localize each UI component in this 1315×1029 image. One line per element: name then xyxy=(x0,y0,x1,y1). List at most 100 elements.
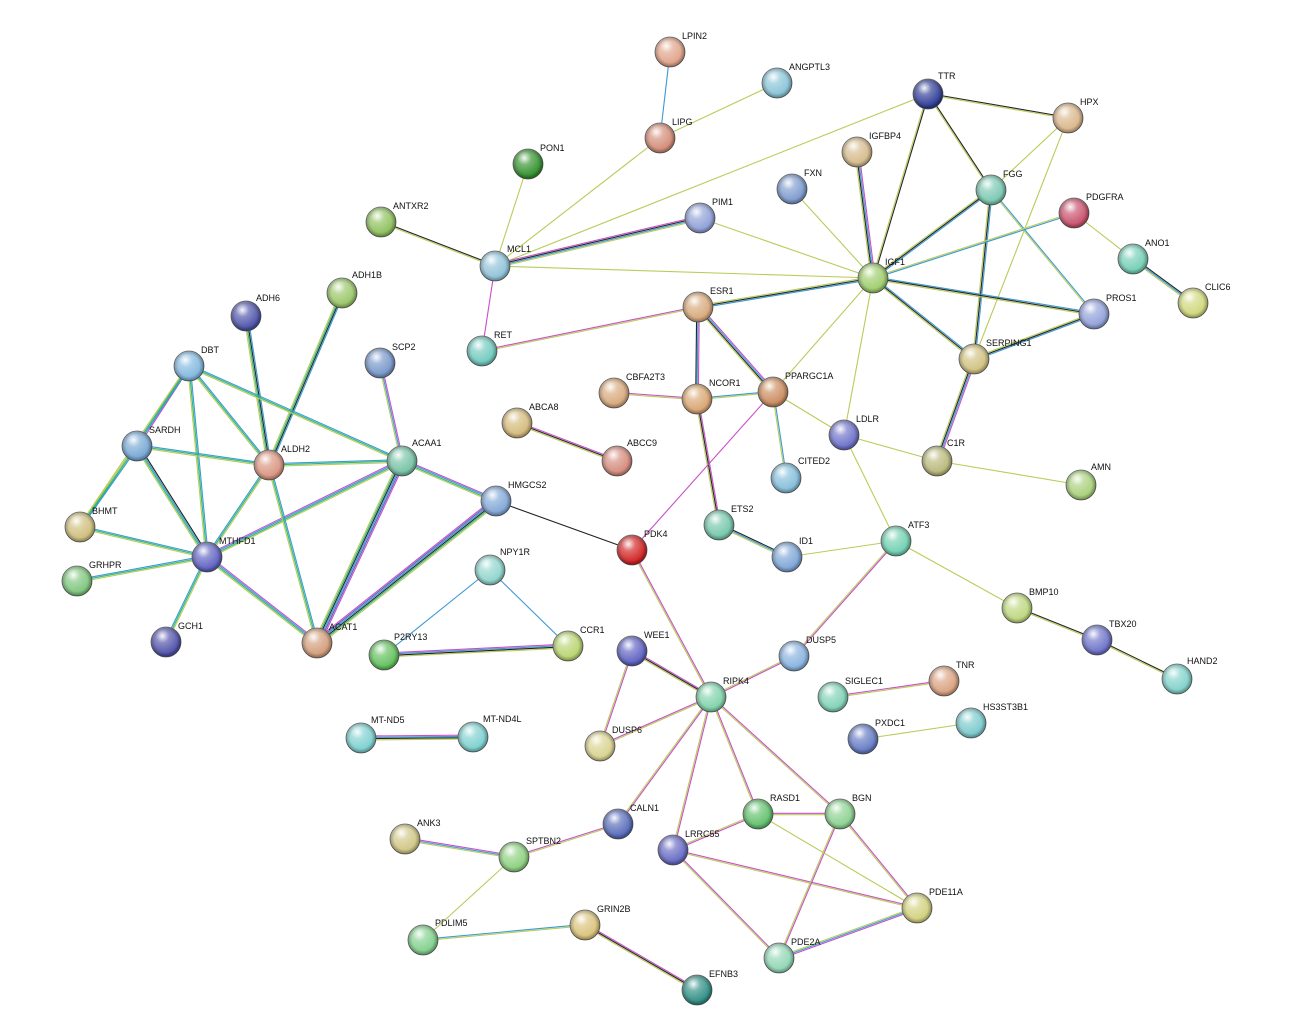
node-p2ry13[interactable]: P2RY13 xyxy=(368,632,427,671)
node-abcc9[interactable]: ABCC9 xyxy=(601,438,657,477)
node-lipg[interactable]: LIPG xyxy=(644,117,693,154)
node-serping1[interactable]: SERPING1 xyxy=(958,338,1032,375)
node-tnr[interactable]: TNR xyxy=(928,660,975,697)
node-dusp5[interactable]: DUSP5 xyxy=(778,635,836,672)
node-fxn[interactable]: FXN xyxy=(776,168,822,205)
node-lrrc55[interactable]: LRRC55 xyxy=(657,829,720,866)
node-pde11a[interactable]: PDE11A xyxy=(901,887,963,924)
node-highlight xyxy=(655,37,685,67)
node-ripk4[interactable]: RIPK4 xyxy=(695,676,749,713)
node-pxdc1[interactable]: PXDC1 xyxy=(847,718,905,755)
node-cited2[interactable]: CITED2 xyxy=(770,456,830,494)
edge-strand xyxy=(928,93,993,190)
node-hmgcs2[interactable]: HMGCS2 xyxy=(480,480,547,517)
node-ldlr[interactable]: LDLR xyxy=(828,414,880,451)
edge-strand xyxy=(772,277,874,393)
node-amn[interactable]: AMN xyxy=(1065,462,1111,501)
edge-strand xyxy=(990,190,1094,315)
node-pros1[interactable]: PROS1 xyxy=(1078,293,1137,330)
node-fgg[interactable]: FGG xyxy=(975,169,1023,206)
node-npy1r[interactable]: NPY1R xyxy=(474,547,531,586)
node-c1r[interactable]: C1R xyxy=(921,438,966,477)
edge-aldh2-acaa1 xyxy=(268,459,403,467)
node-wee1[interactable]: WEE1 xyxy=(616,630,670,667)
node-ppargc1a[interactable]: PPARGC1A xyxy=(757,371,833,408)
edge-strand xyxy=(206,557,317,644)
node-esr1[interactable]: ESR1 xyxy=(682,286,734,323)
node-gch1[interactable]: GCH1 xyxy=(150,621,203,658)
node-pdlim5[interactable]: PDLIM5 xyxy=(407,918,468,956)
node-sptbn2[interactable]: SPTBN2 xyxy=(498,836,561,873)
node-clic6[interactable]: CLIC6 xyxy=(1177,282,1231,319)
node-atf3[interactable]: ATF3 xyxy=(880,520,929,557)
node-label: PIM1 xyxy=(712,197,733,207)
node-ets2[interactable]: ETS2 xyxy=(703,504,754,541)
node-siglec1[interactable]: SIGLEC1 xyxy=(817,676,883,713)
node-efnb3[interactable]: EFNB3 xyxy=(681,969,738,1006)
edge-pdlim5-grin2b xyxy=(422,923,586,942)
node-adh6[interactable]: ADH6 xyxy=(230,293,280,332)
node-label: TBX20 xyxy=(1109,619,1137,629)
node-pon1[interactable]: PON1 xyxy=(512,143,565,180)
edge-strand xyxy=(711,696,841,814)
node-pim1[interactable]: PIM1 xyxy=(684,197,733,234)
node-sardh[interactable]: SARDH xyxy=(121,425,181,462)
node-adh1b[interactable]: ADH1B xyxy=(326,270,382,309)
node-mthfd1[interactable]: MTHFD1 xyxy=(191,536,256,573)
node-bmp10[interactable]: BMP10 xyxy=(1001,587,1059,624)
edge-strand xyxy=(317,461,404,644)
node-hand2[interactable]: HAND2 xyxy=(1161,656,1218,695)
edge-strand xyxy=(777,813,840,958)
node-mt-nd5[interactable]: MT-ND5 xyxy=(345,715,405,754)
node-pdgfra[interactable]: PDGFRA xyxy=(1058,192,1124,229)
node-hpx[interactable]: HPX xyxy=(1052,97,1099,134)
node-highlight xyxy=(858,263,888,293)
edge-igf1-esr1 xyxy=(697,276,874,309)
node-rasd1[interactable]: RASD1 xyxy=(742,793,800,830)
node-ank3[interactable]: ANK3 xyxy=(389,818,441,855)
node-label: CITED2 xyxy=(798,456,830,466)
node-ttr[interactable]: TTR xyxy=(912,71,956,110)
node-label: RASD1 xyxy=(770,793,800,803)
node-mcl1[interactable]: MCL1 xyxy=(479,244,531,282)
node-scp2[interactable]: SCP2 xyxy=(364,342,416,379)
edge-strand xyxy=(697,398,721,525)
node-angptl3[interactable]: ANGPTL3 xyxy=(761,62,830,99)
node-antxr2[interactable]: ANTXR2 xyxy=(365,201,429,238)
edge-igf1-pros1 xyxy=(872,276,1095,316)
node-ano1[interactable]: ANO1 xyxy=(1117,238,1170,275)
node-tbx20[interactable]: TBX20 xyxy=(1081,619,1137,656)
node-grhpr[interactable]: GRHPR xyxy=(61,560,122,597)
node-hs3st3b1[interactable]: HS3ST3B1 xyxy=(955,702,1028,739)
edge-strand xyxy=(206,459,402,557)
node-caln1[interactable]: CALN1 xyxy=(602,803,659,840)
node-dusp6[interactable]: DUSP6 xyxy=(584,725,642,762)
node-lpin2[interactable]: LPIN2 xyxy=(654,31,707,68)
node-ncor1[interactable]: NCOR1 xyxy=(681,378,741,415)
node-label: ANK3 xyxy=(417,818,441,828)
node-highlight xyxy=(1082,625,1112,655)
edge-strand xyxy=(710,697,840,815)
node-mt-nd4l[interactable]: MT-ND4L xyxy=(457,714,522,753)
node-pde2a[interactable]: PDE2A xyxy=(763,937,821,974)
node-igfbp4[interactable]: IGFBP4 xyxy=(841,131,901,168)
node-abca8[interactable]: ABCA8 xyxy=(501,402,559,439)
node-ret[interactable]: RET xyxy=(466,330,513,367)
node-ccr1[interactable]: CCR1 xyxy=(552,625,605,662)
node-id1[interactable]: ID1 xyxy=(771,536,813,573)
node-cbfa2t3[interactable]: CBFA2T3 xyxy=(598,372,665,409)
node-highlight xyxy=(502,408,532,438)
node-bhmt[interactable]: BHMT xyxy=(64,506,118,543)
edge-acaa1-acat1 xyxy=(313,459,406,645)
node-highlight xyxy=(65,512,95,542)
node-acat1[interactable]: ACAT1 xyxy=(301,622,357,659)
node-label: ANGPTL3 xyxy=(789,62,830,72)
node-grin2b[interactable]: GRIN2B xyxy=(569,904,631,941)
node-bgn[interactable]: BGN xyxy=(824,793,872,830)
node-dbt[interactable]: DBT xyxy=(173,345,220,382)
node-igf1[interactable]: IGF1 xyxy=(857,257,905,294)
node-pdk4[interactable]: PDK4 xyxy=(616,529,668,566)
node-acaa1[interactable]: ACAA1 xyxy=(386,438,442,477)
node-label: ADH1B xyxy=(352,270,382,280)
node-aldh2[interactable]: ALDH2 xyxy=(253,444,310,481)
